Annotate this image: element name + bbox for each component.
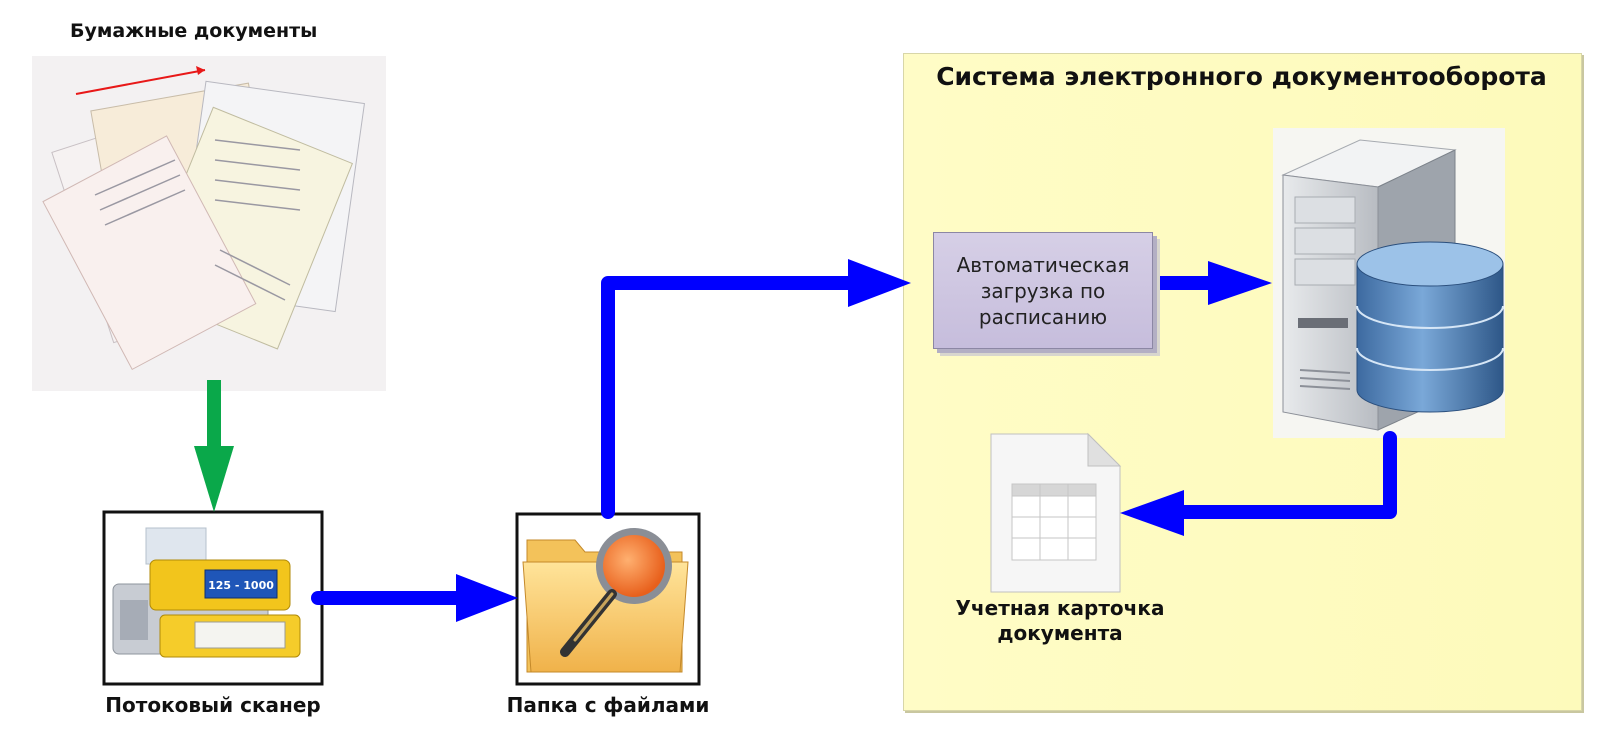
doc-card-label: Учетная карточка документа: [955, 596, 1165, 645]
arrow-server-to-card: [1120, 431, 1397, 536]
auto-upload-box: Автоматическая загрузка по расписанию: [933, 232, 1153, 349]
scanner-icon: 125 - 1000: [102, 510, 324, 686]
doc-card-icon: [990, 432, 1122, 593]
database-icon: [1356, 241, 1504, 413]
system-title: Система электронного документооборота: [936, 62, 1547, 91]
paper-docs-label: Бумажные документы: [70, 20, 318, 42]
arrow-paper-to-scanner: [194, 380, 234, 512]
folder-label: Папка с файлами: [506, 693, 710, 717]
paper-documents-icon: [32, 56, 386, 391]
svg-text:125 - 1000: 125 - 1000: [208, 579, 274, 592]
arrow-scanner-to-folder: [311, 574, 518, 622]
arrow-folder-to-upload: [601, 259, 911, 519]
folder-search-icon: [515, 512, 701, 686]
scanner-label: Потоковый сканер: [105, 693, 321, 717]
